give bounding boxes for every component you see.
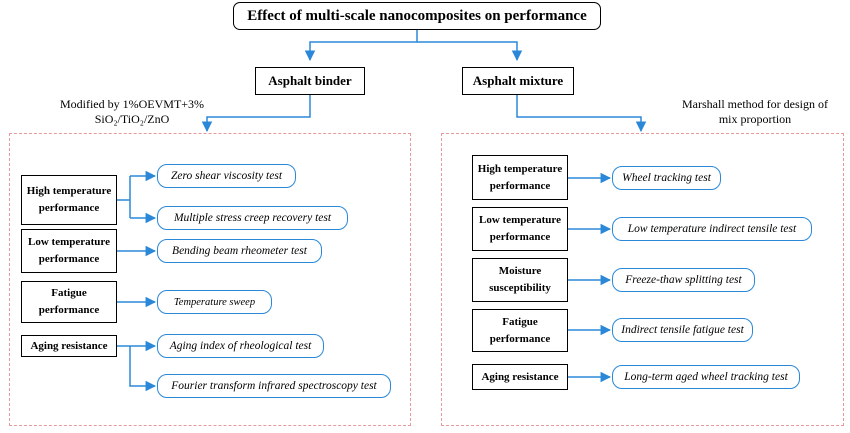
diagram-title: Effect of multi-scale nanocomposites on …	[233, 2, 601, 30]
mixture-group-connector	[516, 95, 647, 133]
mixture-group-frame	[441, 133, 844, 426]
binder-group-connector	[201, 95, 311, 133]
title-connector	[417, 41, 523, 62]
mixture-test-freeze-thaw: Freeze-thaw splitting test	[612, 268, 755, 292]
mixture-category-high-temperature: High temperature performance	[472, 155, 568, 200]
binder-category-low-temperature: Low temperature performance	[21, 229, 117, 273]
binder-test-bending-beam: Bending beam rheometer test	[157, 239, 322, 263]
binder-test-mscr: Multiple stress creep recovery test	[157, 206, 348, 230]
asphalt-mixture-heading: Asphalt mixture	[462, 67, 574, 95]
binder-note-line-1: Modified by 1%OEVMT+3%	[59, 97, 205, 111]
mixture-test-wheel-tracking: Wheel tracking test	[612, 166, 721, 190]
asphalt-binder-heading: Asphalt binder	[255, 67, 365, 95]
mixture-test-low-temp-indirect-tensile: Low temperature indirect tensile test	[612, 217, 812, 241]
binder-test-zero-shear-viscosity: Zero shear viscosity test	[157, 164, 296, 188]
mixture-category-moisture: Moisture susceptibility	[472, 258, 568, 302]
mixture-category-low-temperature: Low temperature performance	[472, 207, 568, 251]
binder-category-high-temperature: High temperature performance	[21, 175, 117, 225]
binder-test-ftir: Fourier transform infrared spectroscopy …	[157, 374, 391, 398]
mixture-design-note: Marshall method for design of mix propor…	[655, 97, 850, 127]
title-connector	[304, 30, 418, 62]
binder-category-fatigue: Fatigue performance	[21, 281, 117, 323]
binder-test-temperature-sweep: Temperature sweep	[157, 290, 272, 314]
binder-modification-note: Modified by 1%OEVMT+3% SiO₂/TiO₂/ZnO	[22, 97, 242, 127]
mixture-category-fatigue: Fatigue performance	[472, 309, 568, 352]
mixture-test-indirect-tensile-fatigue: Indirect tensile fatigue test	[612, 318, 753, 342]
binder-category-aging: Aging resistance	[21, 335, 117, 357]
binder-note-line-2: SiO₂/TiO₂/ZnO	[94, 112, 170, 126]
mixture-category-aging: Aging resistance	[472, 364, 568, 390]
mixture-note-line-1: Marshall method for design of	[682, 97, 828, 111]
binder-test-aging-index: Aging index of rheological test	[157, 334, 324, 358]
binder-aging-connector	[129, 346, 157, 392]
mixture-test-long-term-aged-wheel: Long-term aged wheel tracking test	[612, 365, 800, 389]
binder-group-frame	[9, 133, 411, 426]
mixture-note-line-2: mix proportion	[718, 112, 792, 126]
